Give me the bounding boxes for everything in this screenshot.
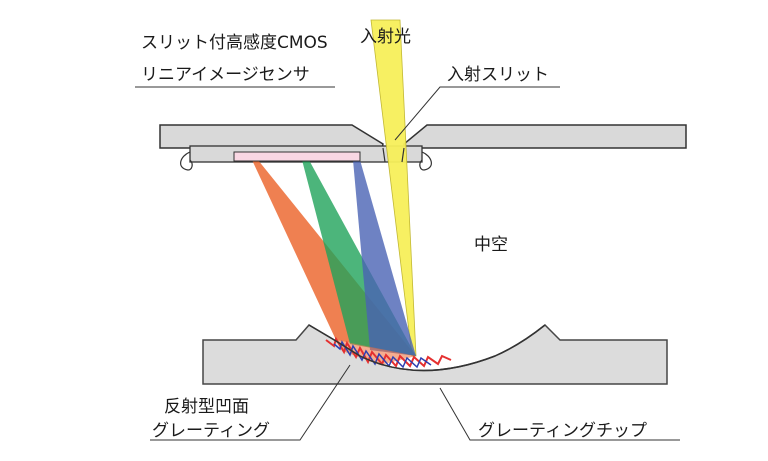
sensor-array (233, 151, 361, 162)
entrance-slit (382, 147, 405, 163)
label-concave-line1: 反射型凹面 (164, 397, 249, 417)
leader-chip (439, 387, 680, 441)
top-plate (159, 124, 687, 149)
leader-concave (150, 364, 351, 441)
label-hollow: 中空 (474, 235, 508, 255)
sensor-lead-right (419, 151, 432, 171)
label-entrance-slit: 入射スリット (447, 65, 549, 85)
label-concave-line2: グレーティング (152, 421, 270, 441)
label-grating-chip: グレーティングチップ (478, 421, 647, 441)
leader-slit (394, 86, 560, 141)
concave-surface-line (308, 324, 546, 372)
label-incident-light: 入射光 (360, 27, 411, 47)
beam-overlap (336, 340, 416, 365)
label-sensor-line1: スリット付高感度CMOS (141, 33, 328, 53)
grating-grooves-blue (333, 340, 432, 369)
grating-chip (202, 323, 668, 385)
label-sensor-line2: リニアイメージセンサ (141, 65, 310, 85)
sensor-lead-left (180, 151, 193, 171)
blue-diffracted-beam (353, 160, 416, 356)
